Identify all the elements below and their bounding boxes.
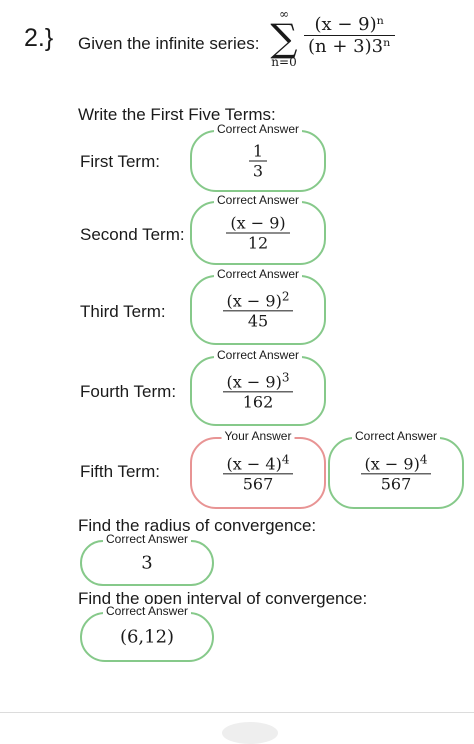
third-term-fraction: (x − 9)2 45 xyxy=(222,289,294,331)
sigma-symbol: ∑ xyxy=(270,16,298,60)
terms-heading: Write the First Five Terms: xyxy=(78,105,276,124)
radius-answer-box[interactable]: Correct Answer 3 xyxy=(80,532,214,586)
scroll-handle[interactable] xyxy=(222,722,278,744)
fifth-term-correct-answer-box: Correct Answer (x − 9)4 567 xyxy=(328,429,464,509)
fourth-term-answer-box[interactable]: Correct Answer (x − 9)3 162 xyxy=(190,348,326,426)
series-term-fraction: (x − 9)ⁿ (n + 3)3ⁿ xyxy=(304,14,395,57)
footer-divider xyxy=(0,712,474,713)
fourth-term-label: Fourth Term: xyxy=(80,382,177,401)
radius-heading: Find the radius of convergence: xyxy=(78,516,317,535)
fifth-term-your-answer-box[interactable]: Your Answer (x − 4)4 567 xyxy=(190,429,326,509)
answer-status-tag: Correct Answer xyxy=(213,122,303,136)
question-number: 2.} xyxy=(24,24,54,52)
fifth-term-correct-fraction: (x − 9)4 567 xyxy=(360,452,432,494)
third-term-answer-box[interactable]: Correct Answer (x − 9)2 45 xyxy=(190,267,326,345)
radius-value: 3 xyxy=(141,552,153,574)
answer-status-tag: Correct Answer xyxy=(213,267,303,281)
series-numerator: (x − 9)ⁿ xyxy=(314,14,385,35)
answer-status-tag: Correct Answer xyxy=(351,429,441,443)
first-term-fraction: 1 3 xyxy=(248,142,268,181)
second-term-fraction: (x − 9) 12 xyxy=(226,214,290,253)
answer-status-tag: Correct Answer xyxy=(102,532,192,546)
fourth-term-fraction: (x − 9)3 162 xyxy=(222,370,294,412)
answer-status-tag: Correct Answer xyxy=(213,193,303,207)
answer-status-tag: Correct Answer xyxy=(102,604,192,618)
sum-upper-limit: ∞ xyxy=(279,7,289,21)
second-term-label: Second Term: xyxy=(80,225,185,244)
first-term-label: First Term: xyxy=(80,152,160,171)
answer-status-tag: Correct Answer xyxy=(213,348,303,362)
fifth-term-label: Fifth Term: xyxy=(80,462,160,481)
interval-answer-box[interactable]: Correct Answer (6,12) xyxy=(80,604,214,662)
fifth-term-your-fraction: (x − 4)4 567 xyxy=(222,452,294,494)
summation: ∞ ∑ n=0 xyxy=(264,8,304,68)
second-term-answer-box[interactable]: Correct Answer (x − 9) 12 xyxy=(190,193,326,265)
sum-lower-limit: n=0 xyxy=(271,55,297,69)
question-prompt: Given the infinite series: xyxy=(78,34,260,53)
third-term-label: Third Term: xyxy=(80,302,166,321)
interval-heading: Find the open interval of convergence: xyxy=(78,589,368,608)
first-term-answer-box[interactable]: Correct Answer 1 3 xyxy=(190,122,326,192)
interval-value: (6,12) xyxy=(119,626,175,648)
series-denominator: (n + 3)3ⁿ xyxy=(308,36,391,57)
answer-status-tag: Your Answer xyxy=(221,429,295,443)
